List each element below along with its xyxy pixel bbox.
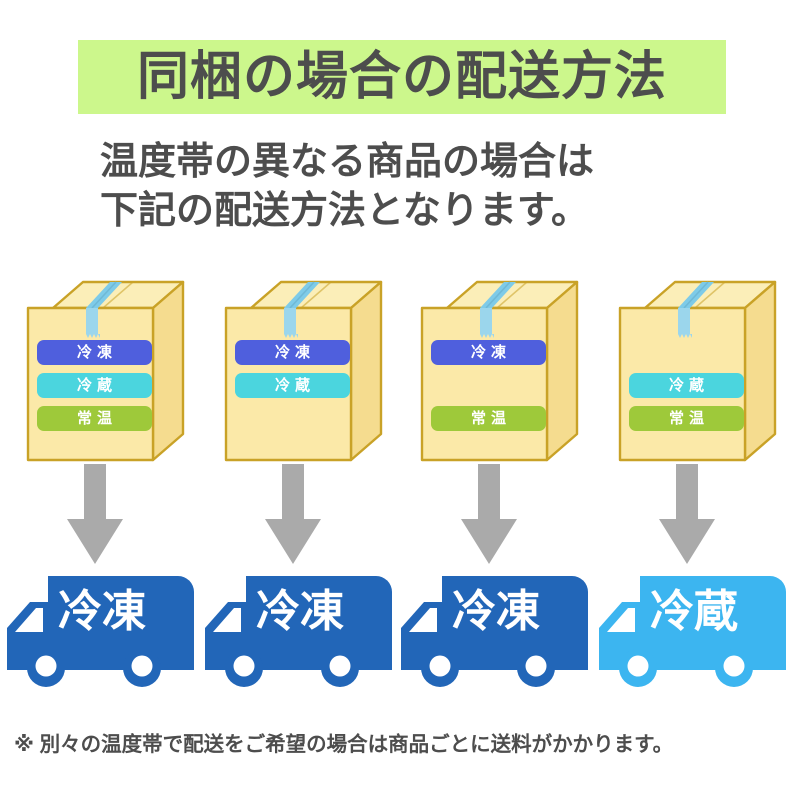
delivery-truck-graphic — [599, 576, 786, 687]
shipping-column-2: 冷凍冷蔵 冷凍 — [203, 268, 403, 713]
temperature-label-text: 冷凍 — [470, 344, 511, 361]
temperature-label-stack: 冷凍冷蔵常温 — [37, 340, 152, 439]
delivery-truck-frozen: 冷凍 — [397, 558, 597, 698]
temperature-label-text: 冷凍 — [274, 344, 315, 361]
temperature-label-empty — [235, 406, 350, 431]
flow-arrow — [67, 464, 123, 574]
temperature-label-frozen: 冷凍 — [235, 340, 350, 365]
temperature-label-frozen: 冷凍 — [431, 340, 546, 365]
delivery-truck-graphic — [401, 576, 588, 687]
flow-arrow — [659, 464, 715, 574]
temperature-label-empty — [629, 340, 744, 365]
shipping-columns: 冷凍冷蔵常温 冷凍 冷凍冷蔵 — [0, 268, 800, 713]
temperature-label-chilled: 冷蔵 — [629, 373, 744, 398]
flow-arrow — [265, 464, 321, 574]
delivery-truck-graphic — [7, 576, 194, 687]
temperature-label-stack: 冷凍常温 — [431, 340, 546, 439]
temperature-label-text: 冷蔵 — [274, 377, 315, 394]
temperature-label-stack: 冷蔵常温 — [629, 340, 744, 439]
truck-label-text: 冷凍 — [452, 587, 540, 636]
carton-graphic — [420, 280, 579, 462]
down-arrow-icon — [659, 464, 715, 564]
down-arrow-icon — [265, 464, 321, 564]
temperature-label-text: 冷蔵 — [668, 377, 709, 394]
down-arrow-icon — [67, 464, 123, 564]
page-title: 同梱の場合の配送方法 — [136, 48, 667, 106]
delivery-truck-chilled: 冷蔵 — [595, 558, 795, 698]
temperature-label-text: 常温 — [668, 410, 709, 427]
footnote: ※ 別々の温度帯で配送をご希望の場合は商品ごとに送料がかかります。 — [14, 733, 674, 756]
temperature-label-stack: 冷凍冷蔵 — [235, 340, 350, 439]
temperature-label-chilled: 冷蔵 — [235, 373, 350, 398]
temperature-label-frozen: 冷凍 — [37, 340, 152, 365]
truck-label-text: 冷凍 — [58, 587, 146, 636]
truck-label-text: 冷凍 — [256, 587, 344, 636]
shipping-column-1: 冷凍冷蔵常温 冷凍 — [5, 268, 205, 713]
temperature-label-ambient: 常温 — [629, 406, 744, 431]
carton-box: 冷凍常温 — [409, 268, 589, 473]
subtitle-line-1: 温度帯の異なる商品の場合は — [100, 141, 595, 183]
shipping-column-4: 冷蔵常温 冷蔵 — [597, 268, 797, 713]
carton-box: 冷凍冷蔵 — [213, 268, 393, 473]
delivery-truck-graphic — [205, 576, 392, 687]
temperature-label-text: 冷凍 — [76, 344, 117, 361]
flow-arrow — [461, 464, 517, 574]
delivery-truck-frozen: 冷凍 — [201, 558, 401, 698]
subtitle-block: 温度帯の異なる商品の場合は 下記の配送方法となります。 — [100, 138, 720, 237]
carton-box: 冷凍冷蔵常温 — [15, 268, 195, 473]
title-banner: 同梱の場合の配送方法 — [78, 40, 726, 114]
truck-label-text: 冷蔵 — [650, 587, 738, 636]
temperature-label-ambient: 常温 — [37, 406, 152, 431]
temperature-label-empty — [431, 373, 546, 398]
temperature-label-text: 常温 — [470, 410, 511, 427]
temperature-label-text: 冷蔵 — [76, 377, 117, 394]
delivery-truck-frozen: 冷凍 — [3, 558, 203, 698]
shipping-column-3: 冷凍常温 冷凍 — [399, 268, 599, 713]
temperature-label-chilled: 冷蔵 — [37, 373, 152, 398]
temperature-label-text: 常温 — [76, 410, 117, 427]
down-arrow-icon — [461, 464, 517, 564]
temperature-label-ambient: 常温 — [431, 406, 546, 431]
carton-box: 冷蔵常温 — [607, 268, 787, 473]
subtitle-line-2: 下記の配送方法となります。 — [100, 190, 590, 233]
